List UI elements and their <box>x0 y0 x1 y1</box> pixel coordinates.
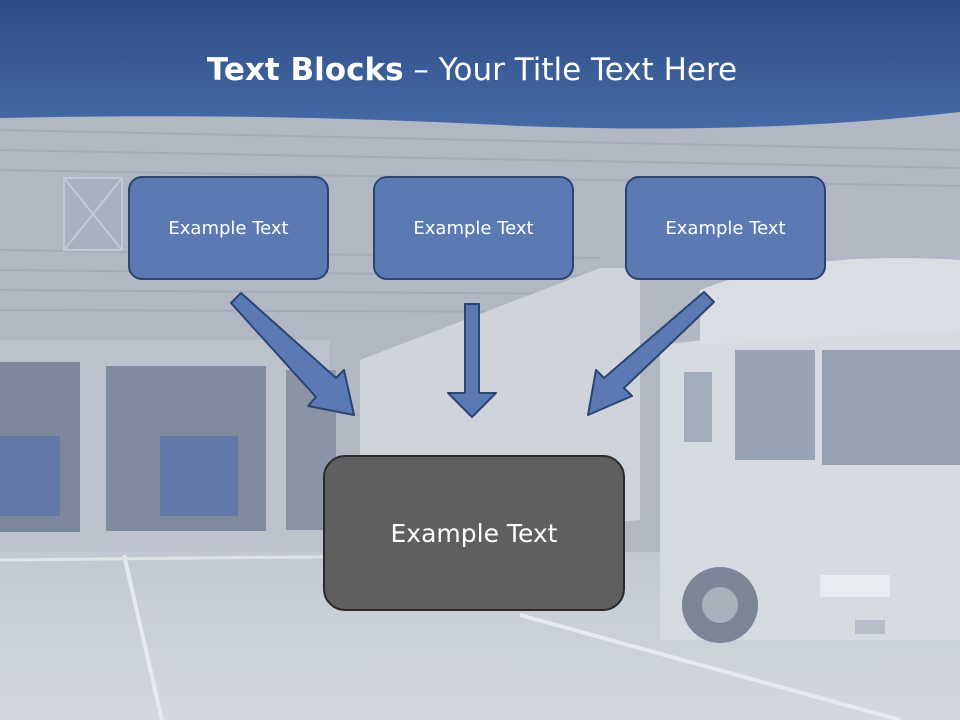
slide-title: Text Blocks – Your Title Text Here <box>0 52 944 88</box>
result-block[interactable]: Example Text <box>323 455 625 611</box>
text-block-2[interactable]: Example Text <box>373 176 574 280</box>
text-block-3-label: Example Text <box>665 217 786 239</box>
result-block-label: Example Text <box>390 518 558 548</box>
text-block-3[interactable]: Example Text <box>625 176 826 280</box>
text-block-2-label: Example Text <box>413 217 534 239</box>
title-bold-part: Text Blocks <box>206 52 404 88</box>
text-block-1-label: Example Text <box>168 217 289 239</box>
title-dash: – <box>403 52 439 88</box>
arrow-left-diagonal <box>230 292 355 416</box>
arrow-center-down <box>447 303 497 418</box>
arrow-right-diagonal <box>587 291 715 416</box>
title-rest: Your Title Text Here <box>438 52 738 88</box>
text-block-1[interactable]: Example Text <box>128 176 329 280</box>
